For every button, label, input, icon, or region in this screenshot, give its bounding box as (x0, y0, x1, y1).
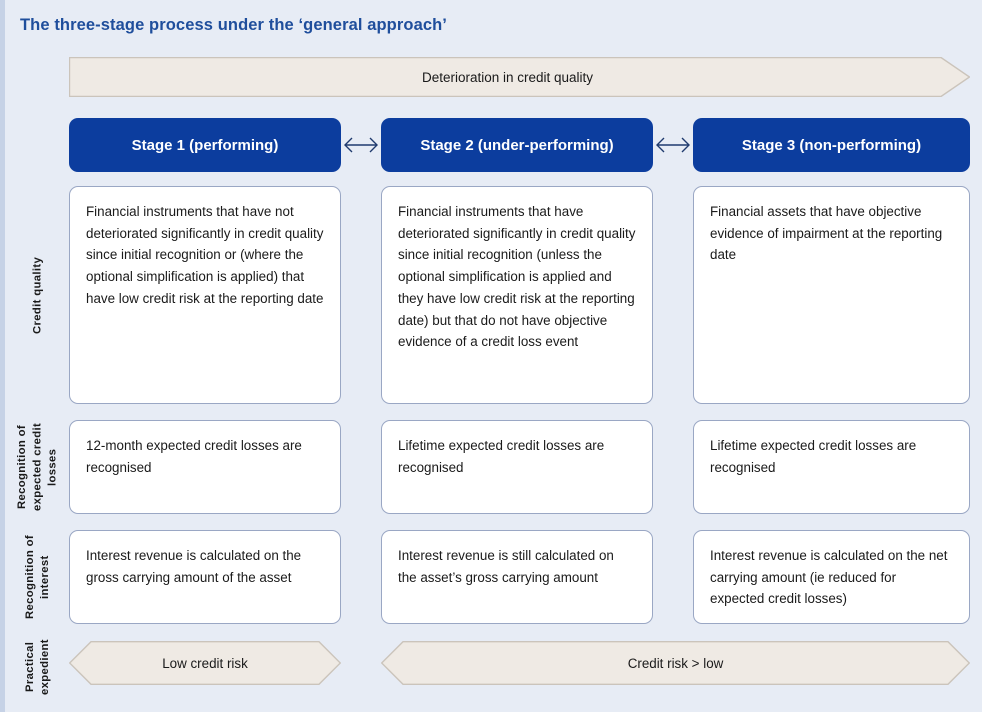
card-recognition-of-interest-stage-1: Interest revenue is calculated on the gr… (69, 530, 341, 624)
double-headed-arrow-shape (381, 641, 970, 685)
deterioration-banner-label: Deterioration in credit quality (421, 69, 594, 85)
stage-2-to-3-arrow (653, 133, 693, 157)
practical-expedient-arrow-low-credit-risk: Low credit risk (69, 641, 341, 685)
stage-header-1[interactable]: Stage 1 (performing) (69, 118, 341, 172)
row-label-recognition-of-expected-credit-losses: Recognition of expected credit losses (16, 422, 59, 512)
stage-header-3[interactable]: Stage 3 (non-performing) (693, 118, 970, 172)
card-expected-credit-losses-stage-1: 12-month expected credit losses are reco… (69, 420, 341, 514)
card-recognition-of-interest-stage-3: Interest revenue is calculated on the ne… (693, 530, 970, 624)
card-expected-credit-losses-stage-3: Lifetime expected credit losses are reco… (693, 420, 970, 514)
card-expected-credit-losses-stage-2: Lifetime expected credit losses are reco… (381, 420, 653, 514)
double-headed-arrow-shape (69, 641, 341, 685)
stage-1-to-2-arrow (341, 133, 381, 157)
card-recognition-of-interest-stage-2: Interest revenue is still calculated on … (381, 530, 653, 624)
card-credit-quality-stage-1: Financial instruments that have not dete… (69, 186, 341, 404)
deterioration-banner-arrow-shape (69, 57, 970, 97)
practical-expedient-label-1: Low credit risk (162, 655, 248, 671)
stage-header-2[interactable]: Stage 2 (under-performing) (381, 118, 653, 172)
stage-header-2-label: Stage 2 (under-performing) (420, 136, 614, 154)
double-arrow-icon (656, 137, 690, 153)
card-credit-quality-stage-2: Financial instruments that have deterior… (381, 186, 653, 404)
stage-header-3-label: Stage 3 (non-performing) (741, 136, 922, 154)
figure-title: The three-stage process under the ‘gener… (20, 16, 447, 34)
row-label-recognition-of-interest: Recognition of interest (23, 535, 51, 619)
practical-expedient-label-2: Credit risk > low (627, 655, 724, 671)
stage-header-1-label: Stage 1 (performing) (131, 136, 279, 154)
practical-expedient-arrow-credit-risk-above-low: Credit risk > low (381, 641, 970, 685)
left-accent-bar (0, 0, 5, 712)
card-credit-quality-stage-3: Financial assets that have objective evi… (693, 186, 970, 404)
row-label-practical-expedient: Practical expedient (23, 639, 51, 695)
deterioration-banner: Deterioration in credit quality (69, 57, 970, 97)
row-label-credit-quality: Credit quality (31, 256, 44, 334)
double-arrow-icon (344, 137, 378, 153)
